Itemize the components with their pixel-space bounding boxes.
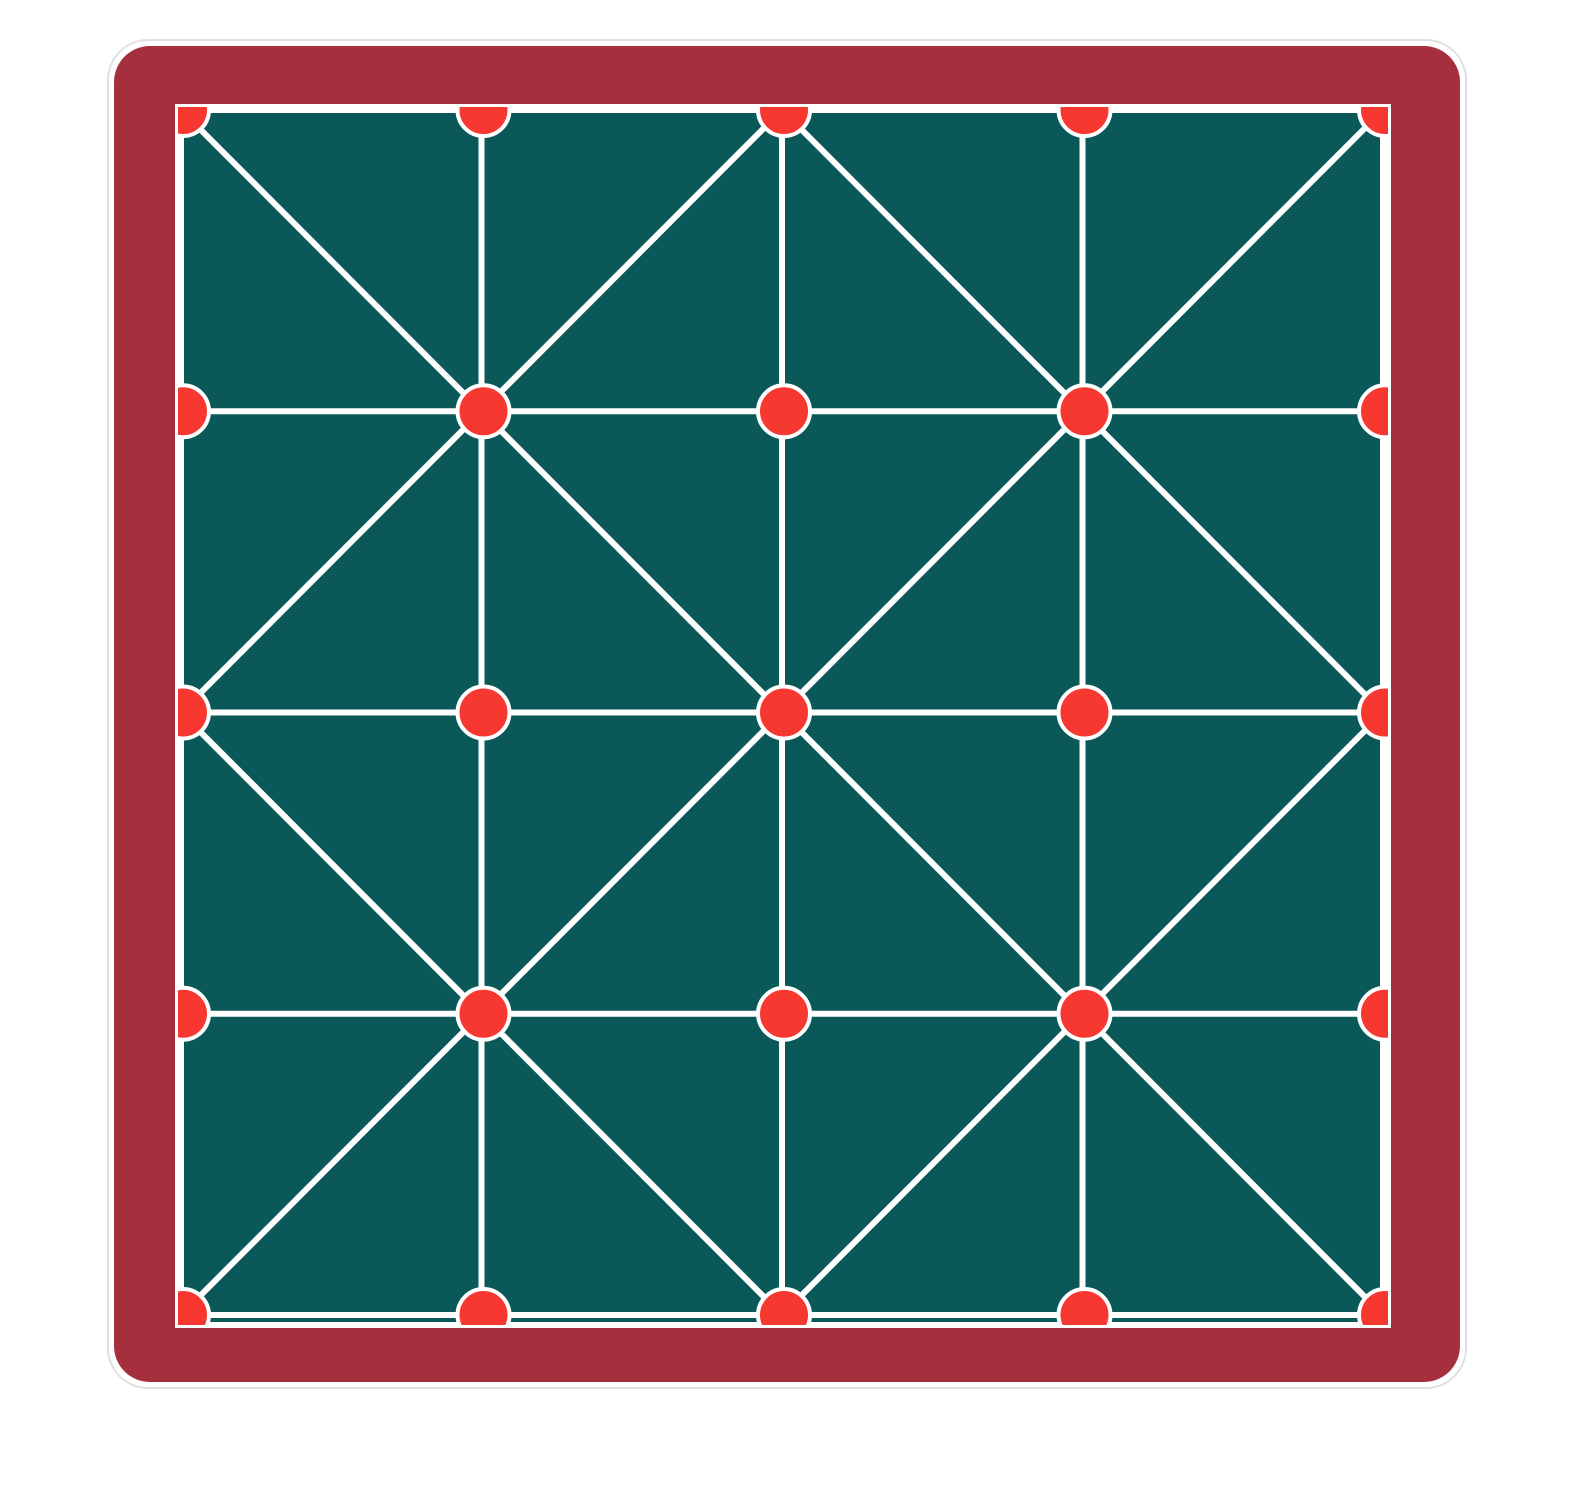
board-piece[interactable]	[1056, 985, 1113, 1042]
diagonal-line	[777, 107, 1087, 416]
board-piece[interactable]	[157, 684, 211, 741]
board-piece[interactable]	[157, 985, 211, 1042]
diagonal-line	[1078, 107, 1388, 416]
board-piece[interactable]	[455, 84, 512, 138]
board-piece[interactable]	[1056, 684, 1113, 741]
diagonal-line	[178, 107, 486, 416]
board-piece[interactable]	[455, 1287, 512, 1341]
diagonal-line	[477, 708, 787, 1018]
board-piece[interactable]	[1056, 383, 1113, 440]
board-piece[interactable]	[1357, 684, 1411, 741]
diagonal-line	[477, 407, 787, 717]
diagonal-line	[477, 1009, 787, 1320]
board-piece[interactable]	[756, 684, 812, 741]
board-piece[interactable]	[756, 84, 812, 138]
board-piece[interactable]	[1357, 383, 1411, 440]
diagonal-line	[1078, 1009, 1388, 1320]
diagonal-line	[1078, 407, 1388, 717]
diagonal-line	[777, 407, 1087, 717]
board-piece[interactable]	[1357, 1287, 1411, 1341]
diagonal-line	[777, 1009, 1087, 1320]
board-piece[interactable]	[1056, 1287, 1113, 1341]
board-piece[interactable]	[1357, 84, 1411, 138]
board-piece[interactable]	[1056, 84, 1113, 138]
board-piece[interactable]	[756, 1287, 812, 1341]
board-piece[interactable]	[455, 684, 512, 741]
diagonal-line	[178, 407, 486, 717]
board-piece[interactable]	[157, 1287, 211, 1341]
board-pieces	[157, 84, 1411, 1341]
board-piece[interactable]	[455, 985, 512, 1042]
board-piece[interactable]	[1357, 985, 1411, 1042]
diagonal-line	[477, 107, 787, 416]
diagonal-line	[178, 1009, 486, 1320]
board-piece[interactable]	[157, 84, 211, 138]
diagonal-line	[777, 708, 1087, 1018]
board-piece[interactable]	[756, 383, 812, 440]
diagonal-line	[1078, 708, 1388, 1018]
board-piece[interactable]	[455, 383, 512, 440]
board-piece[interactable]	[756, 985, 812, 1042]
diagonal-line	[178, 708, 486, 1018]
board-piece[interactable]	[157, 383, 211, 440]
